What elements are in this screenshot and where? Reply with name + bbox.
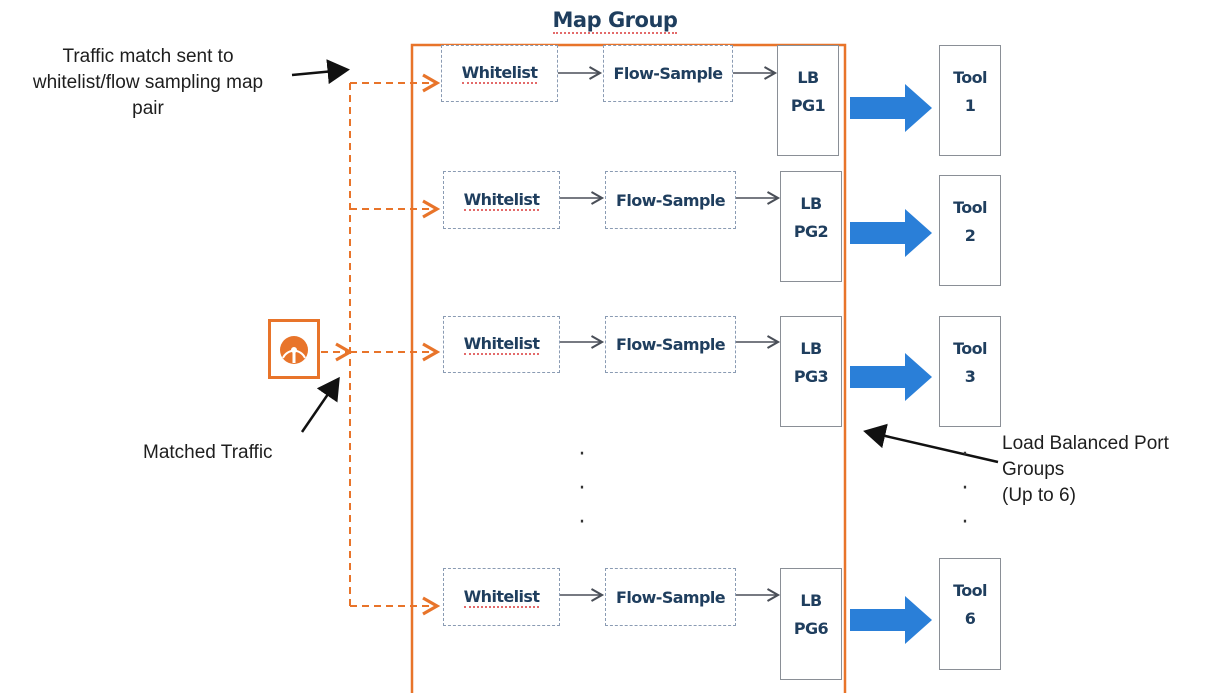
network-tap	[268, 319, 320, 379]
annotation-arrows	[291, 59, 999, 464]
flow-sample-box-3: Flow-Sample	[605, 316, 736, 373]
map-group-title: Map Group	[552, 8, 678, 34]
flow-sample-box-6: Flow-Sample	[605, 568, 736, 626]
traffic-match-note: Traffic match sent to whitelist/flow sam…	[32, 46, 264, 119]
load-balanced-note: Load Balanced Port Groups (Up to 6)	[1002, 433, 1169, 506]
whitelist-box-6: Whitelist	[443, 568, 560, 626]
rows-ellipsis: ···	[578, 442, 586, 535]
flow-sample-box-2: Flow-Sample	[605, 171, 736, 229]
whitelist-box-2: Whitelist	[443, 171, 560, 229]
network-tap-icon	[280, 336, 308, 364]
flow-sample-box-1: Flow-Sample	[603, 45, 733, 102]
pipeline-arrows	[558, 66, 781, 602]
tool-output-arrows	[850, 84, 932, 644]
whitelist-box-3: Whitelist	[443, 316, 560, 373]
tools-ellipsis: ···	[961, 442, 969, 535]
traffic-feed-lines	[321, 73, 441, 616]
whitelist-box-1: Whitelist	[441, 45, 558, 102]
matched-traffic-note: Matched Traffic	[143, 442, 273, 463]
